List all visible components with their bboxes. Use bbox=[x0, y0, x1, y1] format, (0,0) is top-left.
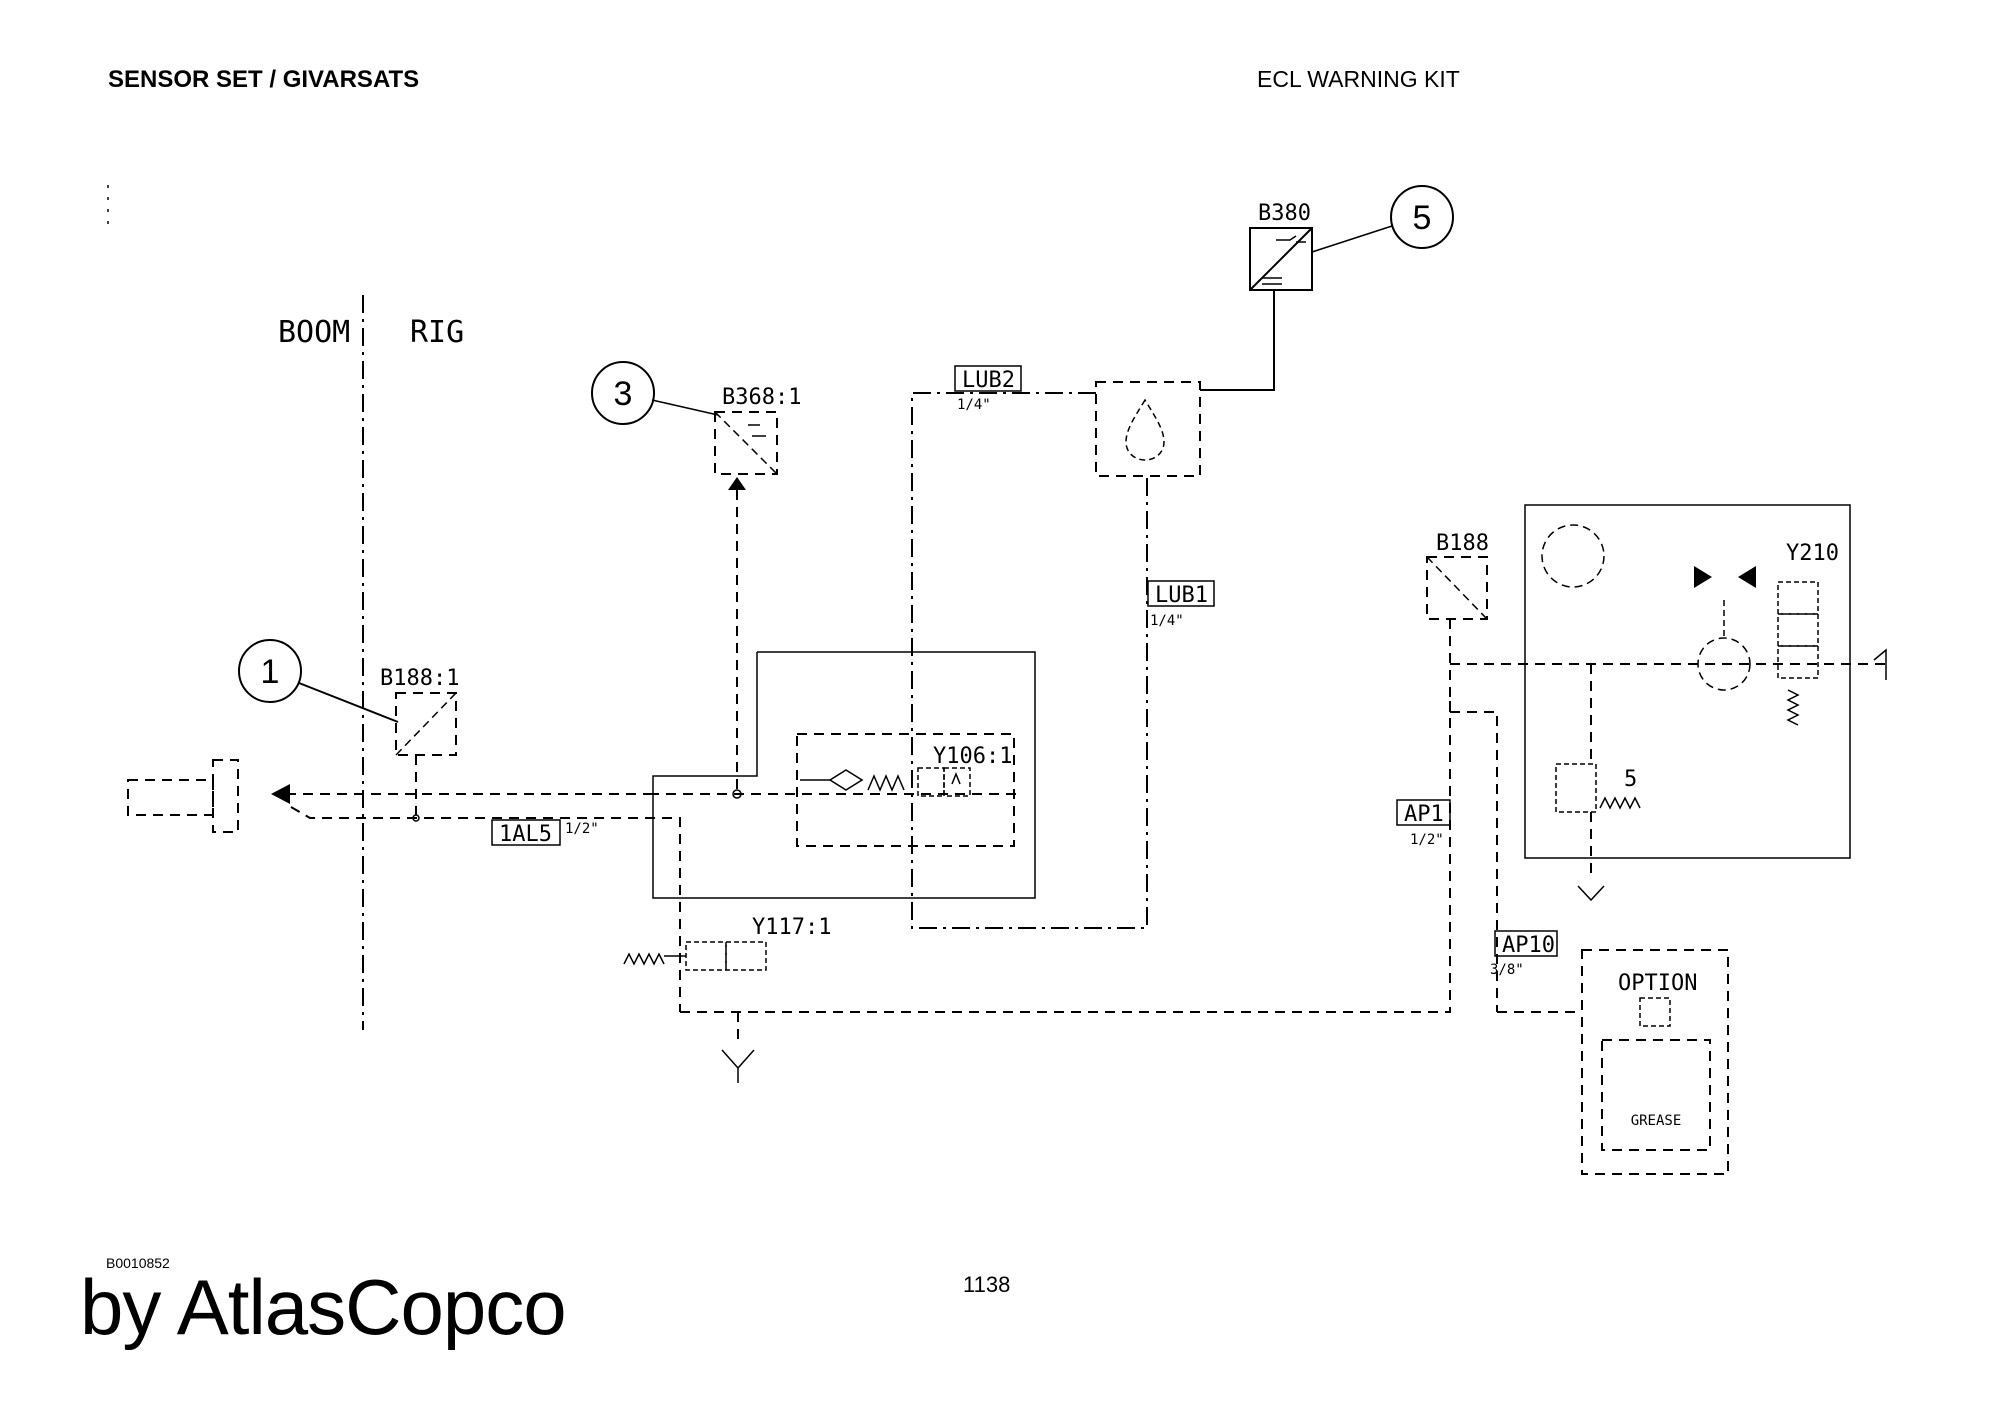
sensor-b188-1: B188:1 bbox=[380, 666, 459, 756]
callout-3-leader bbox=[651, 399, 719, 416]
sensor-b380: B380 bbox=[1249, 201, 1313, 291]
callout-3-circle bbox=[591, 361, 655, 425]
ial5-port-size: 1/2" bbox=[565, 821, 599, 837]
lub2-port-size: 1/4" bbox=[957, 397, 991, 413]
lube-flow-sensor bbox=[1095, 381, 1201, 477]
b188-label: B188 bbox=[1436, 531, 1489, 556]
option-box bbox=[1581, 949, 1729, 1175]
sensor-b188: B188 bbox=[1426, 531, 1489, 620]
option-label: OPTION bbox=[1618, 971, 1697, 996]
ial5-port-box bbox=[491, 819, 561, 846]
callout-1-number: 1 bbox=[261, 653, 280, 691]
ap1-port-box bbox=[1396, 799, 1451, 826]
lub1-port-label: LUB1 bbox=[1155, 583, 1208, 608]
valve-y210: Y210 bbox=[1777, 541, 1839, 726]
tank-return-icon bbox=[1873, 648, 1887, 680]
quick-coupling bbox=[127, 759, 239, 833]
callout-1-leader bbox=[298, 682, 399, 723]
grease-label: GREASE bbox=[1631, 1113, 1682, 1129]
ap10-port-size: 3/8" bbox=[1490, 962, 1524, 978]
valve-y117: Y117:1 bbox=[623, 915, 831, 971]
b188-1-label: B188:1 bbox=[380, 666, 459, 691]
callout-5-leader bbox=[1311, 225, 1393, 253]
ial5-port-label: 1AL5 bbox=[499, 822, 552, 847]
ap1-port-label: AP1 bbox=[1404, 802, 1444, 827]
callout-5-number: 5 bbox=[1413, 199, 1432, 237]
lub2-port-box bbox=[954, 365, 1022, 392]
y117-label: Y117:1 bbox=[752, 915, 831, 940]
grease-tank bbox=[1601, 1039, 1711, 1151]
b380-label: B380 bbox=[1258, 201, 1311, 226]
page-number: 1138 bbox=[963, 1272, 1011, 1297]
option-valve bbox=[1639, 997, 1671, 1027]
bottom-pressure-line bbox=[680, 690, 1451, 1013]
callout-3-number: 3 bbox=[614, 375, 633, 413]
spring-number: 5 bbox=[1624, 767, 1637, 792]
lub1-port-box bbox=[1147, 580, 1215, 607]
sensor-arrow-icon bbox=[728, 477, 746, 490]
reservoir-icon bbox=[1541, 524, 1605, 588]
page-title-left: SENSOR SET / GIVARSATS bbox=[108, 66, 420, 93]
lub-line-loop bbox=[911, 392, 1148, 929]
valve-y106-box bbox=[796, 733, 1015, 847]
lub1-port-size: 1/4" bbox=[1150, 613, 1184, 629]
drain-symbol bbox=[721, 1012, 755, 1083]
ap10-port-label: AP10 bbox=[1502, 933, 1555, 958]
document-code: B0010852 bbox=[106, 1255, 170, 1271]
ap1-port-size: 1/2" bbox=[1410, 832, 1444, 848]
ap10-line bbox=[1450, 711, 1498, 1012]
ap10-port-box bbox=[1494, 930, 1558, 957]
b368-label: B368:1 bbox=[722, 385, 801, 410]
relief-valve: 5 bbox=[1555, 664, 1641, 902]
pump-icon bbox=[1694, 566, 1756, 691]
manifold-block-outline bbox=[652, 651, 1036, 899]
flow-arrow-icon bbox=[271, 784, 290, 804]
callout-5-circle bbox=[1390, 185, 1454, 249]
valve-y106: Y106:1 bbox=[800, 744, 1012, 797]
pump-unit-outline bbox=[1524, 504, 1851, 859]
b380-cable bbox=[1200, 290, 1275, 391]
callout-1-circle bbox=[238, 639, 302, 703]
sensor-b368: B368:1 bbox=[714, 385, 801, 475]
zone-label-boom: BOOM bbox=[278, 315, 350, 350]
lub2-port-label: LUB2 bbox=[962, 368, 1015, 393]
y106-label: Y106:1 bbox=[933, 744, 1012, 769]
y210-label: Y210 bbox=[1786, 541, 1839, 566]
zone-label-rig: RIG bbox=[410, 315, 464, 350]
page-title-right: ECL WARNING KIT bbox=[1257, 66, 1460, 92]
brand-footer: by AtlasCopco bbox=[80, 1263, 567, 1351]
return-line bbox=[290, 806, 681, 1012]
